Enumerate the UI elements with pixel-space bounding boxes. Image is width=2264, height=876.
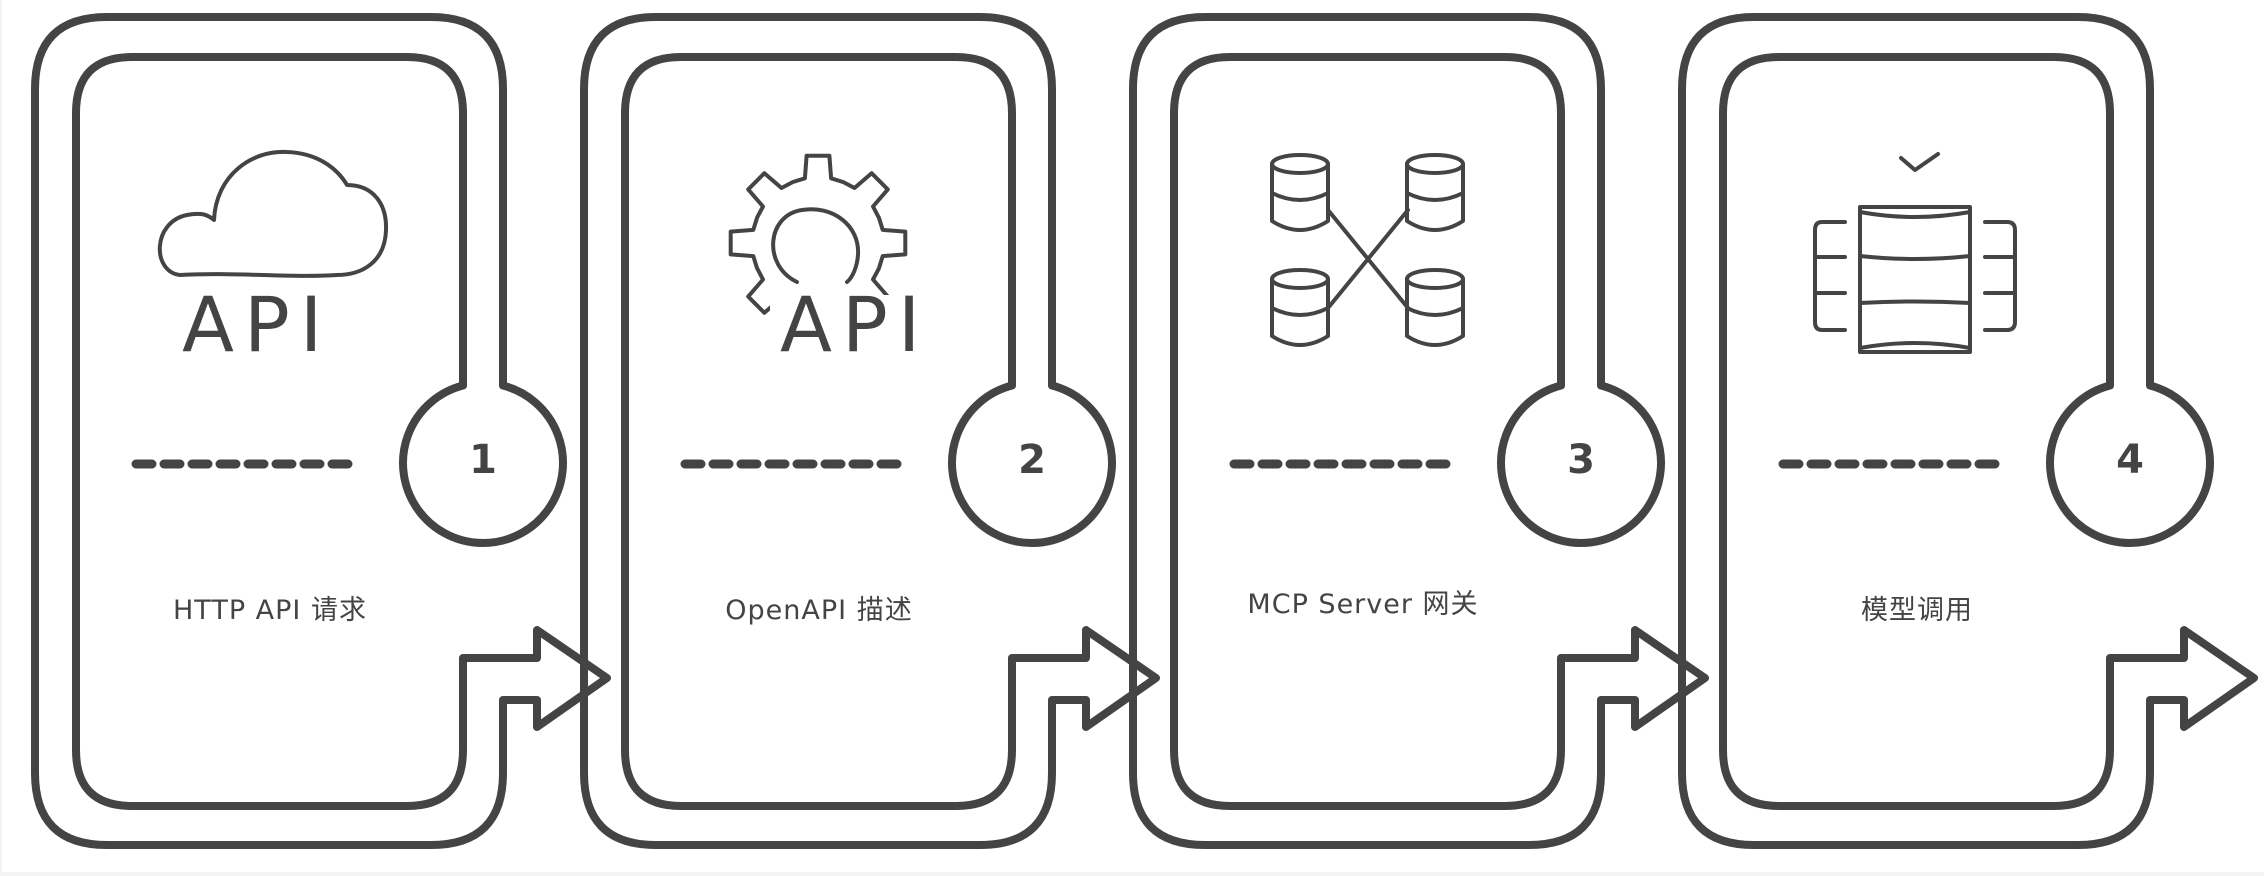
link-line xyxy=(1326,208,1410,310)
step-3-panel xyxy=(1129,13,1709,849)
step-2-icon-text: API xyxy=(780,280,930,369)
server-top-curve xyxy=(1858,210,1972,219)
step-1-number: 1 xyxy=(469,437,497,483)
icon-layer: API API xyxy=(157,149,2017,369)
step-2-label: OpenAPI 描述 xyxy=(725,595,913,626)
step-1-icon: API xyxy=(157,149,389,369)
left-bracket xyxy=(1813,220,1847,332)
right-bracket xyxy=(1983,220,2017,332)
step-2-frame xyxy=(580,13,1160,849)
step-1-icon-text: API xyxy=(182,280,332,369)
check-icon xyxy=(1899,152,1940,172)
database-network-icon xyxy=(1270,153,1465,347)
step-1-label: HTTP API 请求 xyxy=(173,595,367,626)
step-3-icon xyxy=(1270,153,1465,347)
step-4-label: 模型调用 xyxy=(1861,595,1973,626)
step-1-panel xyxy=(31,13,611,849)
model-server-icon xyxy=(1813,152,2017,354)
step-4-icon xyxy=(1813,152,2017,354)
database-bottom-right xyxy=(1405,268,1465,347)
step-2-panel xyxy=(580,13,1160,849)
database-bottom-left xyxy=(1270,268,1330,347)
step-3-number: 3 xyxy=(1567,437,1595,483)
server-divider xyxy=(1858,299,1972,305)
step-2-number: 2 xyxy=(1018,437,1046,483)
step-3-frame xyxy=(1129,13,1709,849)
server-divider xyxy=(1858,254,1972,261)
step-3-label: MCP Server 网关 xyxy=(1247,589,1479,620)
step-4-number: 4 xyxy=(2116,437,2144,483)
database-top-left xyxy=(1270,153,1330,232)
step-4-frame xyxy=(1678,13,2258,849)
server-body xyxy=(1858,205,1972,354)
database-top-right xyxy=(1405,153,1465,232)
step-2-icon: API xyxy=(728,153,930,369)
step-1-frame xyxy=(31,13,611,849)
gear-text-mask xyxy=(770,295,930,365)
gear-hub xyxy=(771,207,861,284)
cloud-icon xyxy=(157,149,389,278)
server-bottom-curve xyxy=(1858,341,1972,350)
step-4-panel xyxy=(1678,13,2258,849)
